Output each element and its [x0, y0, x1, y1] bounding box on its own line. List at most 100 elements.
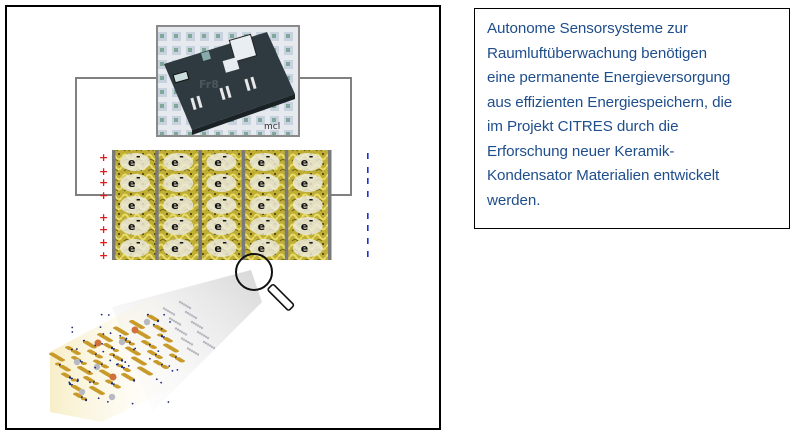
lattice-atom	[190, 314, 194, 317]
electron-charge: -	[222, 150, 227, 163]
lattice-atom	[77, 379, 79, 382]
electron-label: e	[128, 242, 135, 255]
electron: e-	[163, 214, 194, 235]
electron-charge: -	[179, 214, 184, 227]
lattice-atom	[76, 378, 79, 381]
lattice-atom	[68, 376, 72, 379]
lattice-atom	[134, 347, 137, 350]
lattice-atom	[99, 392, 105, 395]
lattice-atom	[89, 381, 91, 384]
lattice-atom	[163, 313, 166, 316]
electron-label: e	[301, 156, 308, 169]
lattice-atom	[125, 337, 128, 340]
lattice-atom	[151, 346, 157, 349]
lattice-atom	[186, 305, 190, 308]
lattice-atom	[200, 333, 204, 336]
lattice-atom	[110, 382, 114, 385]
electron: e-	[120, 171, 150, 192]
lattice-atom	[93, 382, 99, 385]
electron-label: e	[258, 177, 265, 190]
electron-label: e	[301, 199, 308, 212]
lattice-atom	[168, 317, 172, 320]
lattice-atom	[176, 328, 180, 331]
lattice-atom	[160, 328, 163, 330]
electron-label: e	[214, 199, 221, 212]
lattice-atom	[169, 321, 171, 323]
lattice-atom	[202, 334, 206, 337]
lattice-atom	[106, 400, 109, 403]
lattice-large-atom	[108, 393, 116, 401]
lattice-atom	[176, 368, 179, 371]
sensor-chip-image: Fr8 mcl	[156, 25, 300, 137]
positive-charge: +	[99, 249, 108, 262]
electron-charge: -	[309, 150, 314, 163]
negative-charge	[367, 167, 369, 173]
description-line: aus effizienten Energiespeichern, die	[487, 93, 733, 111]
lattice-atom	[119, 334, 122, 337]
electron-label: e	[171, 220, 178, 233]
electron-charge: -	[179, 193, 184, 206]
electron-label: e	[171, 242, 178, 255]
description-line: Autonome Sensorsysteme zur	[487, 20, 688, 37]
electron-label: e	[301, 220, 308, 233]
electron: e-	[249, 236, 280, 257]
electron: e-	[163, 193, 194, 214]
lattice-atom	[139, 326, 145, 329]
electron-charge: -	[222, 171, 227, 184]
electron-label: e	[128, 177, 135, 190]
electron-charge: -	[179, 171, 184, 184]
lattice-atom	[125, 369, 131, 372]
description-line: Kondensator Materialien entwickelt	[487, 167, 720, 184]
electron-label: e	[171, 177, 178, 190]
lattice-atom	[163, 366, 169, 369]
electron: e-	[163, 150, 194, 171]
lattice-atom	[167, 401, 170, 403]
electron-label: e	[214, 220, 221, 233]
negative-charge	[367, 213, 369, 219]
electron: e-	[249, 214, 280, 235]
electron-charge: -	[136, 150, 141, 163]
lattice-atom	[186, 347, 190, 350]
electron-label: e	[128, 156, 135, 169]
electron-charge: -	[266, 193, 271, 206]
lattice-atom	[170, 312, 174, 315]
electron-charge: -	[266, 150, 271, 163]
lattice-atom	[184, 339, 188, 343]
electron-label: e	[171, 199, 178, 212]
lattice-atom	[120, 359, 124, 362]
electron: e-	[120, 150, 150, 171]
lattice-atom	[170, 318, 174, 321]
negative-charge	[367, 251, 369, 257]
electron: e-	[120, 236, 150, 257]
electron-label: e	[301, 242, 308, 255]
lattice-atom	[180, 302, 184, 305]
electron: e-	[249, 193, 280, 214]
lattice-atom	[182, 303, 186, 306]
electron: e-	[249, 150, 280, 171]
electron: e-	[206, 214, 237, 235]
lattice-atom	[166, 309, 170, 313]
lattice-atom	[188, 348, 192, 351]
lattice-atom	[190, 349, 194, 353]
lattice-atom	[178, 329, 182, 333]
negative-charge	[367, 238, 369, 244]
lattice-atom	[192, 322, 196, 325]
lattice-atom	[68, 382, 72, 386]
lattice-large-atom	[143, 318, 151, 326]
lattice-atom	[59, 358, 65, 362]
negative-charge	[367, 225, 369, 231]
lattice-atom	[173, 349, 179, 353]
lattice-atom	[75, 352, 81, 355]
lattice-atom	[132, 379, 136, 382]
lattice-atom	[172, 313, 176, 316]
lattice-atom	[196, 353, 200, 356]
chip-label: Fr8	[199, 78, 219, 91]
lattice-atom	[131, 402, 134, 405]
positive-charge: +	[99, 151, 108, 164]
lattice-atom	[172, 319, 176, 323]
capacitor-diagram: Fr8 mcl e-e-e-e-e-e-e-e-e-e-e-e-e-e-e-e-…	[49, 25, 369, 422]
lattice-atom	[188, 306, 192, 310]
lattice-atom	[97, 397, 100, 400]
electron: e-	[206, 236, 237, 257]
lattice-atom	[71, 378, 77, 382]
